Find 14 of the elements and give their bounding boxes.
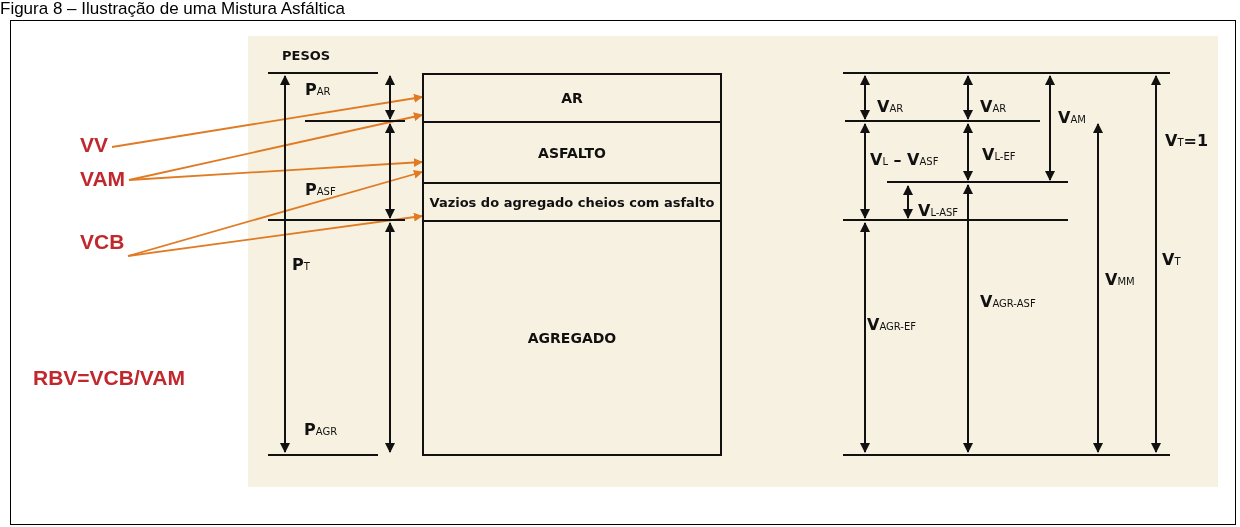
layer-box: Vazios do agregado cheios com asfalto [422, 182, 722, 222]
leader-arrow [127, 169, 423, 257]
formula-text: RBV=VCB/VAM [33, 366, 185, 390]
figure-title: Figura 8 – Ilustração de uma Mistura Asfáltica [0, 0, 345, 18]
term-label: VCB [80, 230, 125, 254]
leader-arrow [111, 93, 423, 148]
term-label: VAM [80, 167, 126, 191]
layer-box: ASFALTO [422, 121, 722, 184]
layer-box: AGREGADO [422, 220, 722, 456]
term-label: VV [80, 133, 108, 157]
column-heading: PESOS [282, 48, 331, 63]
leader-arrow [128, 158, 423, 181]
layer-box: AR [422, 73, 722, 123]
leader-arrow [127, 212, 423, 257]
